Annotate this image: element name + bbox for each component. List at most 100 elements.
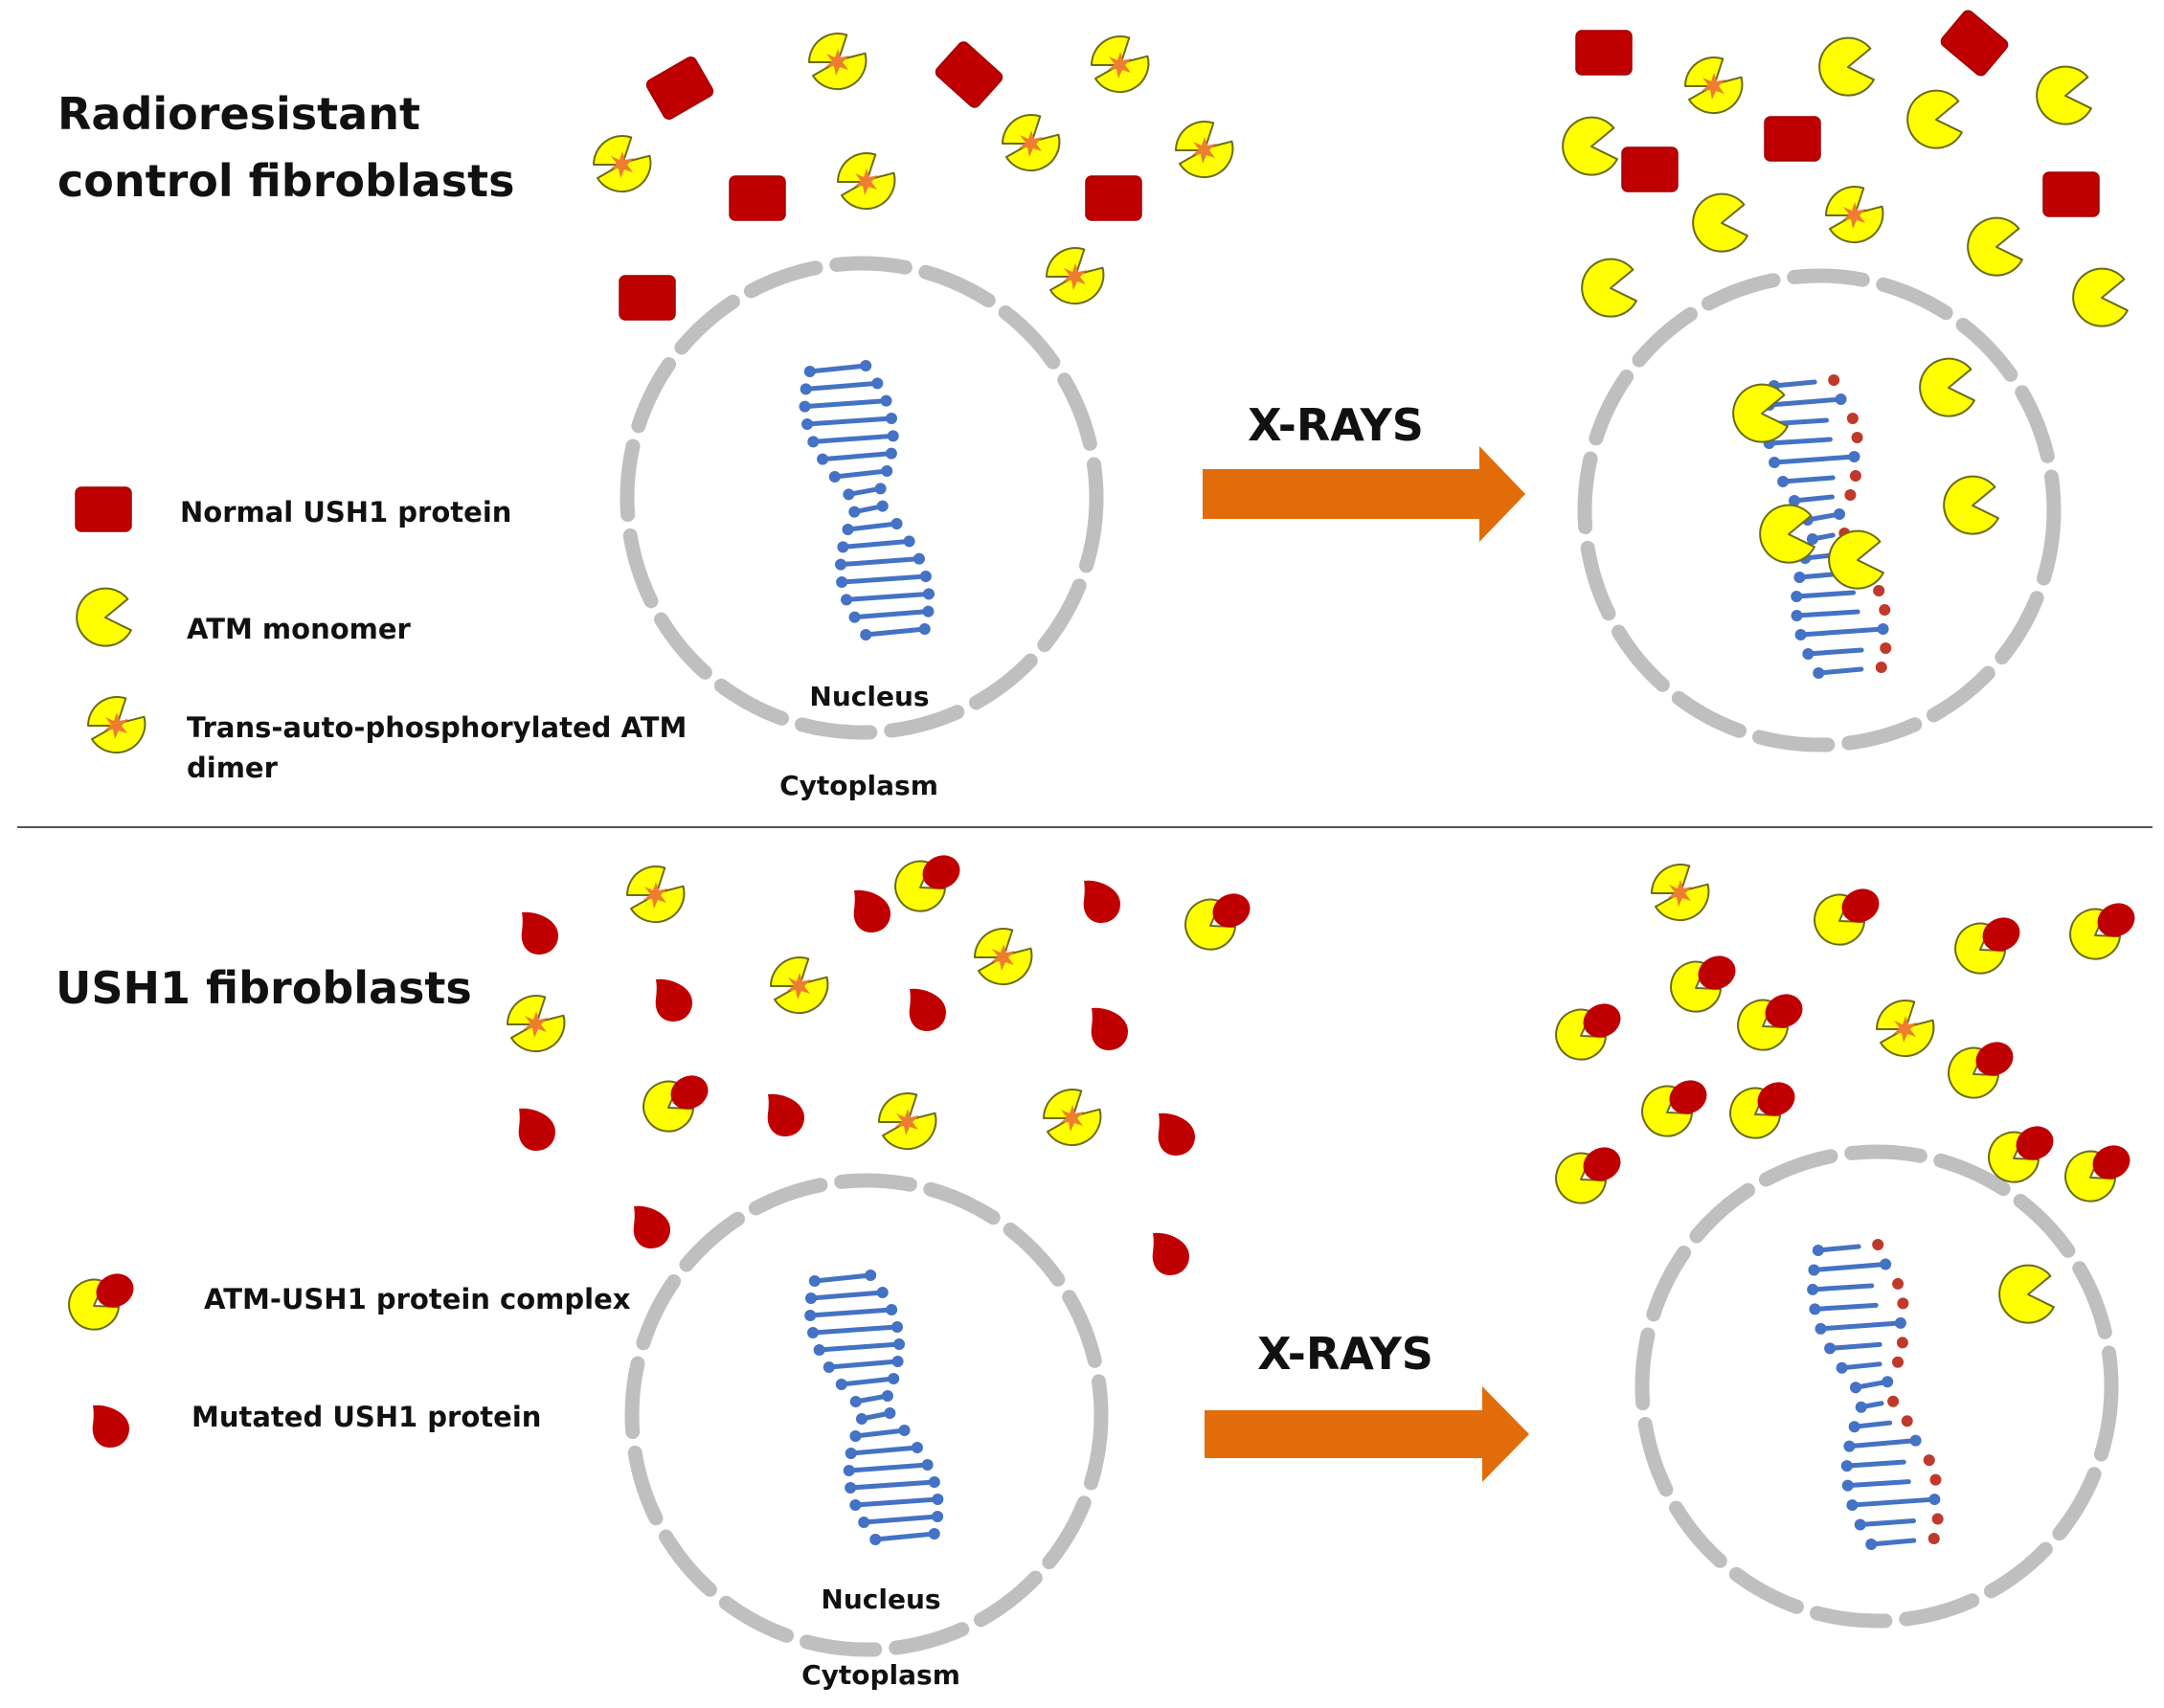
atm-dimer bbox=[1825, 186, 1884, 244]
dna-nucleotide bbox=[1894, 1316, 1906, 1329]
dna-base-pair bbox=[810, 1324, 900, 1336]
dna-base-pair bbox=[840, 538, 913, 550]
atm-ush1-complex bbox=[1555, 1140, 1628, 1204]
dna-base-pair bbox=[863, 626, 928, 638]
dna-nucleotide bbox=[858, 1517, 870, 1528]
dna-nucleotide bbox=[1855, 1401, 1867, 1413]
atm-dimer bbox=[808, 33, 868, 91]
dna-nucleotide bbox=[1793, 572, 1806, 583]
dna-nucleotide bbox=[1927, 1533, 1940, 1544]
dna-nucleotide bbox=[1836, 1361, 1848, 1374]
dna-nucleotide bbox=[885, 447, 897, 460]
ush1-mutated-protein bbox=[909, 988, 946, 1031]
dna-nucleotide bbox=[1828, 374, 1840, 386]
atm-dimer bbox=[507, 995, 566, 1053]
dna-base-pair bbox=[802, 398, 889, 410]
ush1-normal-protein bbox=[643, 54, 716, 123]
dna-nucleotide bbox=[1846, 413, 1859, 424]
atm-dimer bbox=[974, 928, 1033, 986]
atm-monomer-icon bbox=[76, 587, 132, 647]
dna-base-pair bbox=[1771, 379, 1817, 389]
dna-nucleotide bbox=[849, 1396, 862, 1407]
dna-nucleotide bbox=[1896, 1337, 1908, 1349]
dna-nucleotide bbox=[848, 611, 861, 623]
dna-nucleotide bbox=[1854, 1518, 1866, 1531]
atm-dimer-icon bbox=[87, 696, 147, 754]
dna-base-pair bbox=[839, 573, 929, 585]
dna-base-pair bbox=[844, 591, 932, 602]
dna-nucleotide bbox=[803, 366, 816, 377]
dna-base-pair bbox=[812, 1272, 873, 1284]
dna-nucleotide bbox=[836, 576, 848, 588]
dna-nucleotide bbox=[1887, 1395, 1900, 1407]
dna-nucleotide bbox=[835, 558, 847, 571]
dna-nucleotide bbox=[807, 1327, 820, 1338]
dna-base-pair bbox=[839, 1376, 896, 1387]
atm-dimer bbox=[770, 956, 829, 1015]
atm-dimer bbox=[1046, 247, 1105, 305]
atm-dimer bbox=[1043, 1089, 1102, 1147]
dna-nucleotide bbox=[845, 1448, 857, 1459]
nucleus-membrane bbox=[1577, 268, 2062, 753]
atm-ush1-complex bbox=[894, 848, 967, 912]
atm-dimer bbox=[1876, 1000, 1935, 1058]
dna-nucleotide bbox=[1882, 1376, 1894, 1388]
dna-nucleotide bbox=[813, 1344, 825, 1356]
dna-nucleotide bbox=[808, 1275, 821, 1287]
dna-base-pair bbox=[1844, 1459, 1906, 1469]
atm-ush1-complex bbox=[642, 1068, 715, 1133]
atm-dimer bbox=[1175, 121, 1234, 179]
dna-base-pair bbox=[808, 1290, 886, 1301]
dna-base-pair bbox=[1839, 1361, 1882, 1371]
dna-nucleotide bbox=[922, 605, 935, 618]
dna-base-pair bbox=[1805, 647, 1864, 657]
dna-nucleotide bbox=[1931, 1513, 1944, 1525]
dna-base-pair bbox=[1858, 1518, 1917, 1528]
dna-base-pair bbox=[1815, 666, 1864, 676]
dna-nucleotide bbox=[801, 418, 814, 430]
dna-base-pair bbox=[807, 363, 868, 374]
atm-ush1-complex bbox=[1670, 949, 1743, 1013]
dna-nucleotide bbox=[860, 629, 872, 640]
panel-title-line-2: control fibroblasts bbox=[57, 155, 514, 207]
dna-nucleotide bbox=[918, 623, 931, 635]
dna-base-pair bbox=[1780, 475, 1836, 484]
dna-nucleotide bbox=[1923, 1454, 1935, 1467]
panel-title-line-1: Radioresistant bbox=[57, 88, 420, 140]
atm-ush1-complex bbox=[1948, 1035, 2020, 1099]
atm-monomer bbox=[1562, 116, 1618, 176]
dna-base-pair bbox=[1792, 494, 1835, 504]
dna-base-pair bbox=[1771, 454, 1858, 465]
dna-nucleotide bbox=[1929, 1473, 1942, 1486]
ush1-mutated-protein bbox=[1083, 880, 1120, 923]
legend-label-atm-ush1-complex: ATM-USH1 protein complex bbox=[204, 1283, 631, 1315]
dna-base-pair bbox=[852, 609, 931, 620]
atm-dimer bbox=[1002, 114, 1061, 172]
ush1-mutated-drop-icon bbox=[92, 1405, 129, 1448]
dna-nucleotide bbox=[1851, 432, 1863, 443]
ush1-mutated-protein bbox=[633, 1205, 670, 1248]
dna-nucleotide bbox=[1788, 495, 1800, 506]
dna-base-pair bbox=[852, 1496, 940, 1508]
ush1-normal-protein bbox=[1938, 7, 2011, 79]
ush1-normal-protein bbox=[1575, 30, 1633, 76]
dna-base-pair bbox=[838, 556, 922, 568]
dna-nucleotide bbox=[1840, 1460, 1853, 1472]
ush1-mutated-protein bbox=[767, 1093, 804, 1136]
dna-nucleotide bbox=[869, 1534, 882, 1545]
dna-base-pair bbox=[1868, 1538, 1917, 1547]
damaged-dna-helix bbox=[1807, 1239, 1944, 1550]
atm-ush1-complex bbox=[1954, 910, 2027, 975]
dna-nucleotide bbox=[1812, 1245, 1824, 1256]
dna-nucleotide bbox=[898, 1425, 911, 1436]
dna-nucleotide bbox=[860, 360, 872, 371]
dna-nucleotide bbox=[1848, 1421, 1860, 1433]
dna-nucleotide bbox=[1892, 1356, 1905, 1368]
dna-nucleotide bbox=[932, 1511, 944, 1522]
dna-nucleotide bbox=[885, 413, 897, 424]
dna-nucleotide bbox=[1791, 610, 1803, 621]
ush1-normal-protein bbox=[1085, 175, 1142, 221]
dna-nucleotide bbox=[932, 1494, 944, 1505]
ush1-mutated-protein bbox=[655, 978, 692, 1022]
